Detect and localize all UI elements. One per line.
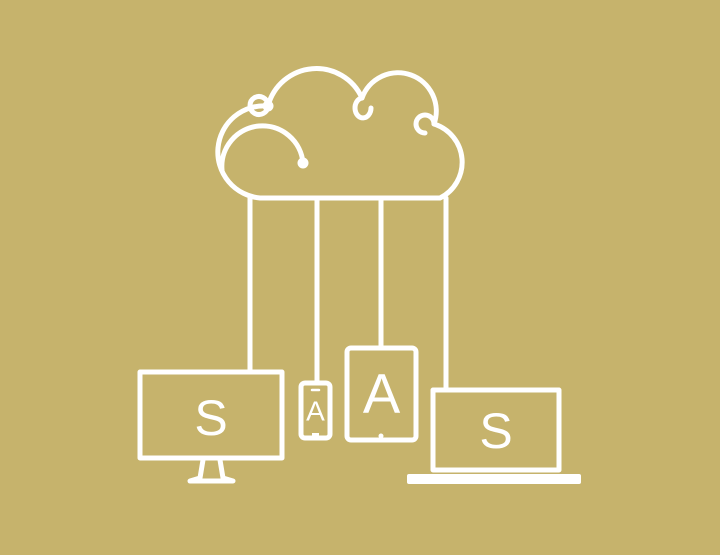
tablet-body — [344, 345, 419, 443]
laptop-icon — [430, 387, 562, 473]
cloud-inner-curl — [219, 123, 306, 173]
monitor-letter: S — [194, 390, 227, 446]
tablet-home-button — [378, 433, 384, 439]
cloud-swirl-middle — [352, 95, 374, 121]
monitor-stand — [187, 457, 236, 484]
phone-letter: A — [306, 396, 325, 427]
phone-button — [312, 433, 319, 436]
cloud-icon — [215, 66, 465, 201]
cloud-dot-inner — [297, 157, 309, 169]
phone-icon — [298, 380, 333, 441]
monitor-screen — [137, 369, 285, 461]
laptop-screen — [430, 387, 562, 473]
monitor-icon — [137, 369, 285, 484]
laptop-base — [407, 474, 581, 484]
connection-lines — [247, 195, 449, 393]
phone-body — [298, 380, 333, 441]
cloud-swirl-right — [413, 112, 437, 136]
laptop-letter: S — [479, 403, 512, 459]
cloud-dot-left — [262, 100, 274, 112]
cloud-outline — [215, 66, 465, 201]
cloud-swirl-left — [247, 94, 271, 117]
tablet-icon — [344, 345, 419, 443]
tablet-letter: A — [363, 362, 401, 425]
